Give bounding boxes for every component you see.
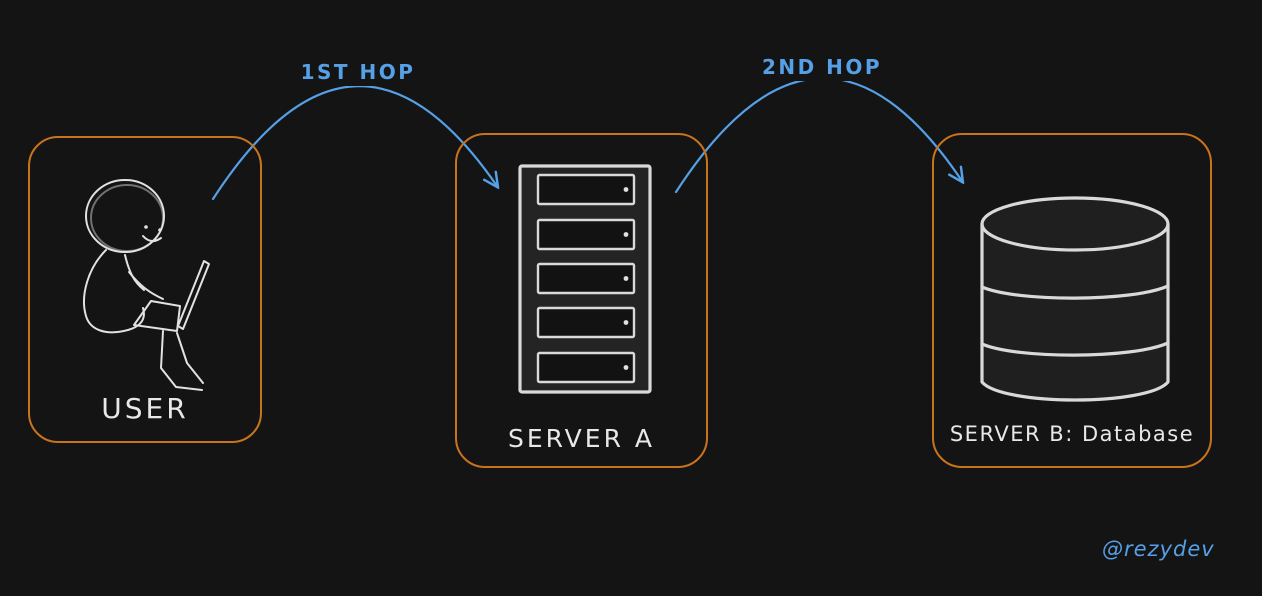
node-server-b-label: SERVER B: Database [949,422,1195,446]
arrow-hop-1-label: 1ST HOP [292,58,424,86]
node-server-b[interactable]: SERVER B: Database [932,133,1212,468]
database-cylinder-icon [980,196,1170,402]
arrow-hop-2[interactable] [674,77,962,194]
node-server-a-label: SERVER A [508,424,655,453]
node-user-label: USER [101,392,189,425]
watermark-handle: @rezydev [1102,537,1215,561]
node-server-a[interactable]: SERVER A [455,133,708,468]
server-rack-icon [518,164,652,394]
arrow-hop-2-label: 2ND HOP [753,53,891,81]
node-user[interactable]: USER [28,136,262,443]
person-at-laptop-icon [83,179,210,391]
